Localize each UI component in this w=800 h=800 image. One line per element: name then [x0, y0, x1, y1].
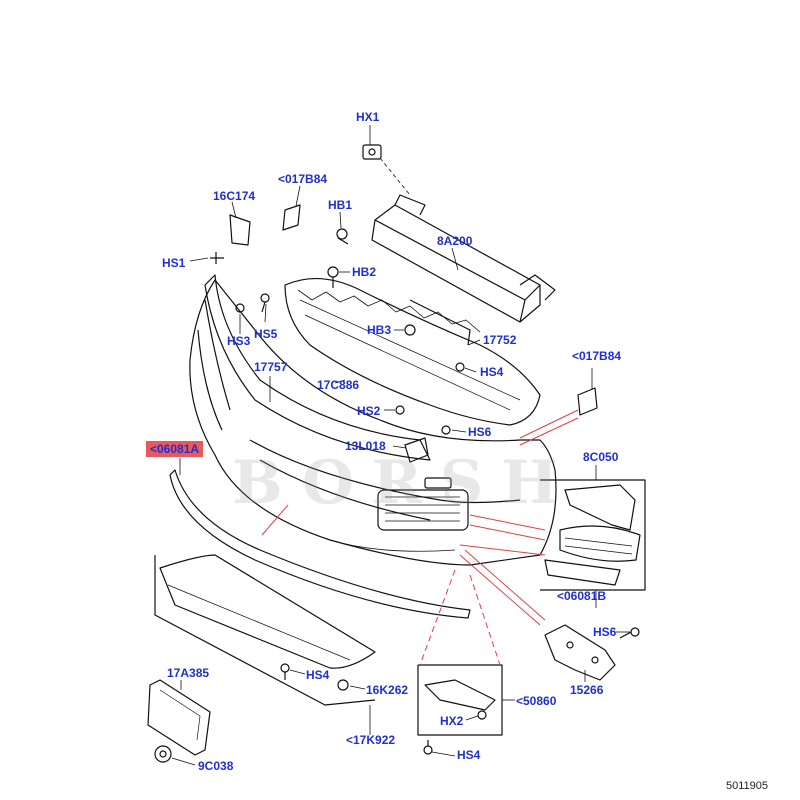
label-16k262: 16K262 — [366, 683, 409, 697]
screw-hs6-right — [619, 627, 640, 639]
label-hs1: HS1 — [162, 256, 186, 270]
bolt-hb1 — [336, 228, 349, 245]
label-hx1: HX1 — [356, 110, 380, 124]
upper-retainer — [204, 274, 431, 461]
label-17c886: 17C886 — [317, 378, 360, 392]
diagram-reference: 5011905 — [726, 780, 769, 792]
label-hs2: HS2 — [357, 404, 381, 418]
screw-hs1 — [210, 252, 224, 264]
bracket-15266 — [544, 624, 616, 681]
reinforcement-beam — [371, 194, 556, 346]
label-9c038: 9C038 — [198, 759, 234, 773]
screw-hs5 — [260, 293, 270, 313]
label-15266: 15266 — [570, 683, 604, 697]
label-hx2: HX2 — [440, 714, 464, 728]
bumper-cover — [189, 279, 557, 566]
label-17k922: <17K922 — [346, 733, 396, 747]
fastener-hx1 — [362, 144, 382, 160]
red-leader-lines — [261, 409, 579, 666]
cover-017b84-top — [282, 204, 301, 231]
label-hb1: HB1 — [328, 198, 353, 212]
leader-lines — [171, 125, 630, 766]
screw-hs6-mid — [441, 425, 451, 435]
label-17757: 17757 — [254, 360, 288, 374]
label-hs4-low: HS4 — [306, 668, 330, 682]
grille-assembly — [540, 479, 646, 591]
label-hb3: HB3 — [367, 323, 392, 337]
undertray — [154, 554, 376, 706]
license-plate-bracket — [147, 679, 211, 756]
label-17752: 17752 — [483, 333, 517, 347]
label-06081b: <06081B — [557, 589, 607, 603]
label-50860: <50860 — [516, 694, 557, 708]
bracket-16c174 — [229, 214, 251, 246]
label-8a200: 8A200 — [437, 234, 473, 248]
label-hs4-mid: HS4 — [480, 365, 504, 379]
clip-16k262 — [337, 679, 349, 691]
label-hs4-bottom: HS4 — [457, 748, 481, 762]
energy-absorber — [284, 277, 541, 426]
screw-hs4-bottom — [423, 740, 433, 755]
label-17a385: 17A385 — [167, 666, 210, 680]
label-8c050: 8C050 — [583, 450, 619, 464]
screw-hx2 — [477, 710, 487, 720]
lower-lip-strip — [169, 469, 471, 619]
label-hs5: HS5 — [254, 327, 278, 341]
label-017b84-top: <017B84 — [278, 172, 328, 186]
screw-hs4-low — [280, 663, 290, 680]
label-13l018: 13L018 — [345, 439, 386, 453]
label-hs3: HS3 — [227, 334, 251, 348]
cover-13l018 — [404, 437, 429, 463]
screw-hs2 — [395, 405, 405, 415]
cover-017b84-right — [577, 387, 598, 416]
bolt-hb3 — [404, 324, 416, 336]
bolt-hb2 — [327, 266, 339, 288]
screw-hs3 — [235, 303, 245, 313]
label-06081a: <06081A — [146, 441, 204, 457]
label-16c174: 16C174 — [213, 189, 256, 203]
nut-9c038 — [154, 745, 172, 763]
label-hb2: HB2 — [352, 265, 377, 279]
label-017b84-right: <017B84 — [572, 349, 622, 363]
label-hs6-right: HS6 — [593, 625, 617, 639]
watermark: BORSH — [232, 448, 576, 518]
bracket-50860 — [417, 664, 503, 736]
label-hs6-mid: HS6 — [468, 425, 492, 439]
screw-hs4-mid — [455, 362, 465, 372]
